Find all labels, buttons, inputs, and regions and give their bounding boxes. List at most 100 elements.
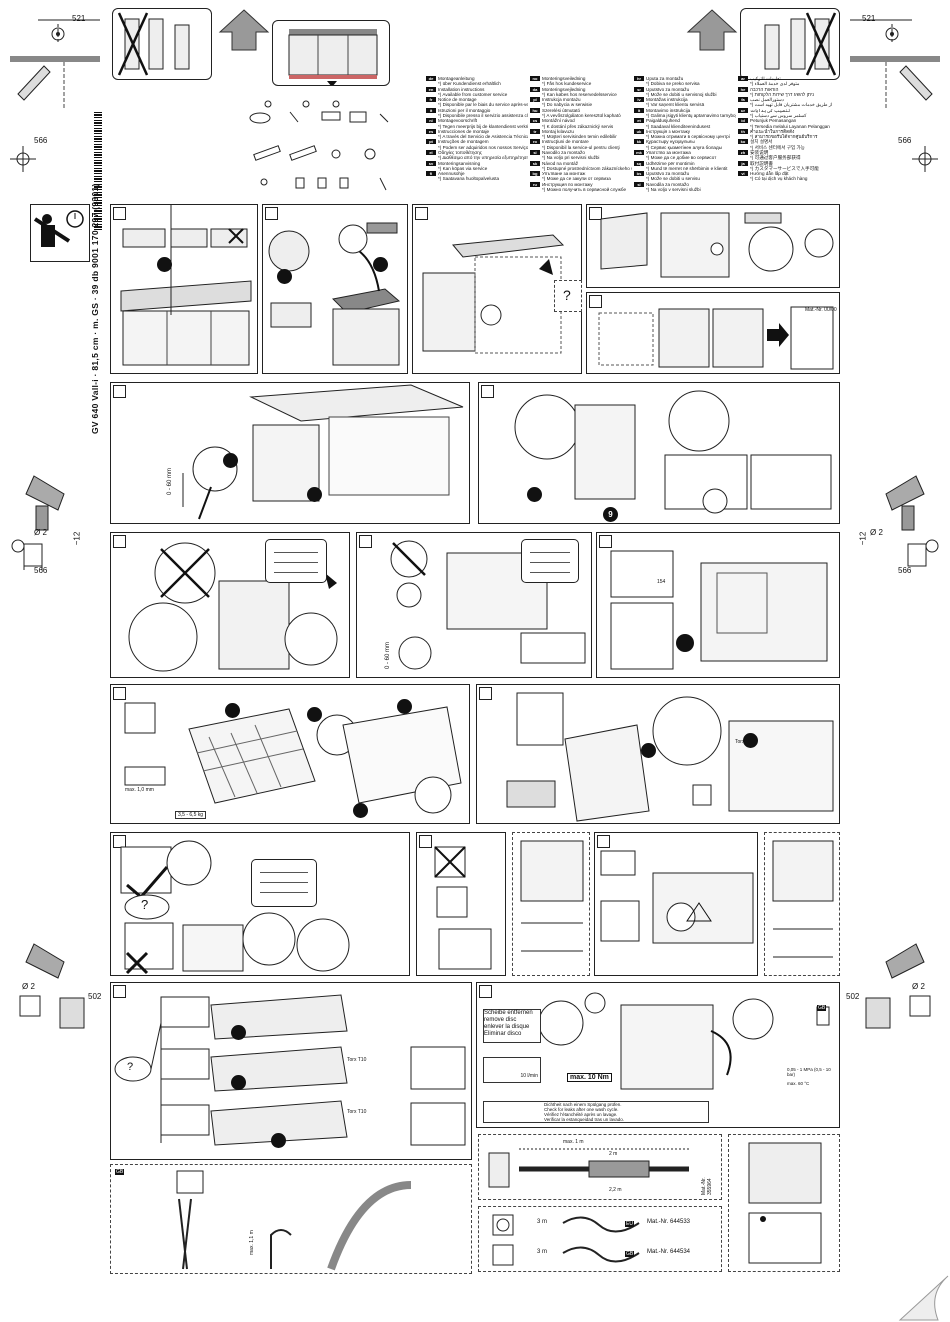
language-code: sk xyxy=(530,160,540,166)
dim-154: 154 xyxy=(657,579,666,585)
speed-label: 10 l/min xyxy=(520,1073,538,1079)
panel-step-12: Torx T15 xyxy=(476,684,840,824)
language-row: *) カスタマーサービスで入手可能 xyxy=(738,166,840,171)
temp-label: max. 60 °C xyxy=(787,1081,810,1086)
remove-disc-en: remove disc xyxy=(484,1017,517,1023)
language-row: *) Disponibile presso il servizio assist… xyxy=(426,113,528,118)
language-code: el xyxy=(426,149,436,156)
model-side-label: GV 640 Vall-i · 81,5 cm · m. GS · 39 db … xyxy=(90,183,100,434)
language-code: de xyxy=(426,76,436,82)
language-code: ar xyxy=(738,76,748,82)
language-row: *) Disponible par le biais du service ap… xyxy=(426,102,528,107)
drill-left-1: Ø 2 ~12 566 xyxy=(4,470,94,580)
drill-d2-left-2: Ø 2 xyxy=(22,982,35,991)
drill-d2-left: Ø 2 xyxy=(34,528,47,537)
panel-step-15 xyxy=(512,832,590,976)
dim-521-left: 521 xyxy=(72,14,86,23)
height-adjust-label-2: 0 - 60 mm xyxy=(385,641,391,669)
hose-len-3: 2,2 m xyxy=(609,1187,622,1193)
language-text: Instrukcja montażu xyxy=(542,97,581,103)
language-row: *) Fås hos kundeservice xyxy=(530,81,632,86)
language-row: *) Može se dobiti u servisnoj službi xyxy=(634,92,736,97)
language-row: *) ניתן להשיג דרך שירות הלקוחות xyxy=(738,92,840,97)
language-row: *) Dobiva se preko servisa xyxy=(634,81,736,86)
step8-sketch xyxy=(128,542,338,672)
language-row: *) Може да се закупи от сервиза xyxy=(530,176,632,181)
height-adjust-label: 0 - 60 mm xyxy=(167,467,173,495)
language-text: *) Podem ser adquiridos nos nossos Servi… xyxy=(438,144,528,150)
language-text: 安装说明 xyxy=(750,149,769,155)
language-text: *) Може да се добие во сервисот xyxy=(646,155,717,161)
language-text: Montážní návod xyxy=(542,118,575,124)
language-text: Οδηγίες τοποθέτησης xyxy=(438,149,483,155)
hose-len-2: 2 m xyxy=(609,1151,618,1157)
language-text: *) Dostupné prostredníctvom zákazníckeho… xyxy=(542,165,632,171)
language-text: *) Na voljo v servisni službi xyxy=(646,186,701,192)
language-text: *) Можно получить в сервисной службе xyxy=(542,186,627,192)
language-text: *) Dobiva se preko servisa xyxy=(646,81,700,87)
step12-sketch xyxy=(506,692,834,822)
language-text: Instrucciones de montaje xyxy=(438,128,490,134)
language-row: *) Var saņemt klientu servisā xyxy=(634,102,736,107)
language-text: Құрастыру нұсқаулығы xyxy=(646,139,695,145)
pressure-label: 0,05 - 1 MPa (0,5 - 10 bar) xyxy=(787,1067,831,1077)
language-text: *) 可通过客户服务部获得 xyxy=(750,155,801,161)
language-text: Montaj kılavuzu xyxy=(542,128,574,134)
language-row: *) Disponibil la service-ul pentru clien… xyxy=(530,145,632,150)
step17-sketch xyxy=(772,840,834,958)
panel-step-2 xyxy=(262,204,408,374)
weight-label: 3,5 - 6,5 kg xyxy=(175,811,207,819)
language-text: Navodila za montažo xyxy=(646,181,689,187)
step16-sketch xyxy=(600,850,754,944)
language-code: bg xyxy=(530,171,540,177)
language-row: *) Διαθέσιμο από την υπηρεσία εξυπηρέτησ… xyxy=(426,155,528,160)
language-code: nl xyxy=(426,118,436,124)
panel-step-16 xyxy=(594,832,758,976)
step-box-13 xyxy=(113,835,126,848)
language-text: הוראות הרכבה xyxy=(750,86,779,92)
gb-code-1: GB xyxy=(817,1005,827,1011)
panel-step-17 xyxy=(764,832,840,976)
drill-icon-left-2 xyxy=(19,943,85,1029)
language-text: Monteringsvejledning xyxy=(542,86,586,92)
language-text: *) Можна отримати в сервісному центрі xyxy=(646,134,730,140)
language-row: *) Kan köpas via service xyxy=(426,166,528,171)
language-text: Упътване за монтаж xyxy=(542,171,586,177)
panel-step-7: 9 xyxy=(478,382,840,524)
language-row: *) Tegen meerprijs bij de klantendienst … xyxy=(426,124,528,129)
language-row: *) Сервис қызметінен алуға болады xyxy=(634,145,736,150)
panel-step-18: ? Torx T10 Torx T10 xyxy=(110,982,472,1160)
top-left-cabinet-panel xyxy=(112,8,212,80)
step7-bullet-a xyxy=(527,487,542,502)
remove-disc-box: Scheibe entfernen remove disc enlever la… xyxy=(483,1009,541,1043)
language-text: Navodilo za montažo xyxy=(542,149,585,155)
language-code: ur xyxy=(738,107,748,113)
drill-d2-right: Ø 2 xyxy=(870,528,883,537)
step13-sketch xyxy=(120,840,350,975)
top-left-line-art xyxy=(10,19,100,110)
language-text: *) Disponibil la service-ul pentru clien… xyxy=(542,144,620,150)
language-code: sq xyxy=(634,160,644,166)
drill-right-1: Ø 2 ~12 566 xyxy=(856,470,946,580)
language-text: *) Διαθέσιμο από την υπηρεσία εξυπηρέτησ… xyxy=(438,155,528,161)
language-text: Udhëzime për montimin xyxy=(646,160,695,166)
language-text: Instruções de montagem xyxy=(438,139,489,145)
language-text: *) über Kundendienst erhältlich xyxy=(438,81,501,87)
language-text: *) Na voljo pri servisni službi xyxy=(542,155,600,161)
language-row: *) A través del Servicio de Asistencia T… xyxy=(426,134,528,139)
step18-sketch xyxy=(114,994,466,1146)
panel-question-small: ? xyxy=(554,280,582,312)
dim-566-left: 566 xyxy=(34,136,48,145)
language-row: *) Dostupné prostredníctvom zákazníckeho… xyxy=(530,166,632,171)
language-code: th xyxy=(738,128,748,134)
